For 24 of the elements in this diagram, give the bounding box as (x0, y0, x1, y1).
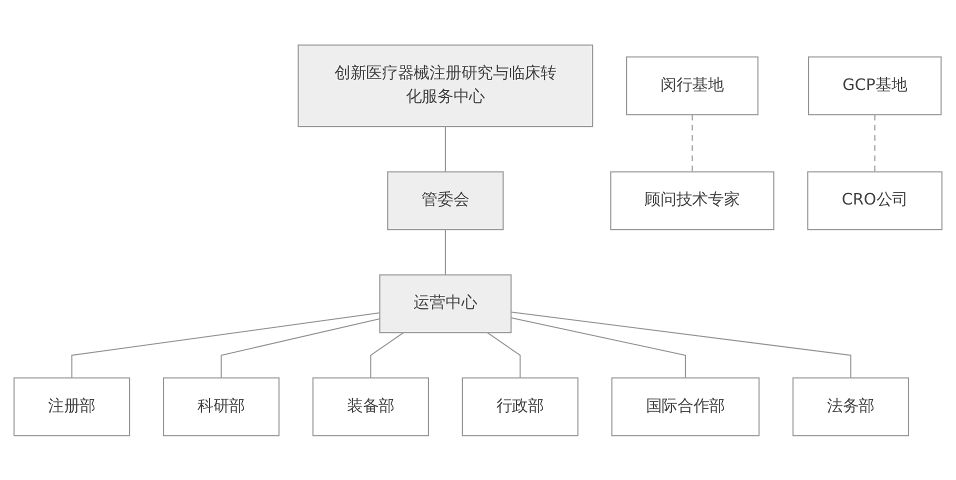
node-box (792, 377, 910, 436)
connector (486, 332, 521, 378)
connector (444, 126, 446, 172)
connector (510, 316, 686, 378)
node-box (298, 44, 594, 127)
connector (444, 229, 446, 275)
node-box (162, 377, 280, 436)
connector (874, 114, 876, 172)
node-box (14, 377, 130, 436)
connector (370, 332, 404, 378)
connector (71, 312, 380, 378)
connector (692, 114, 693, 172)
node-box (807, 170, 942, 230)
connector (511, 311, 852, 378)
node-box (626, 56, 758, 115)
org-chart: 创新医疗器械注册研究与临床转化服务中心 管委会 闵行基地 顾问技术专家 GCP基地 CRO公司 运营中心 注册部 科研部 装备部 行政部 国际合作部 法务部 (5, 36, 951, 444)
node-box (611, 377, 760, 436)
node-box (462, 377, 578, 436)
node-box (379, 274, 512, 333)
node-box (610, 170, 774, 230)
connector (220, 318, 380, 378)
node-box (808, 56, 942, 115)
node-box (312, 377, 430, 436)
node-box (387, 170, 504, 230)
